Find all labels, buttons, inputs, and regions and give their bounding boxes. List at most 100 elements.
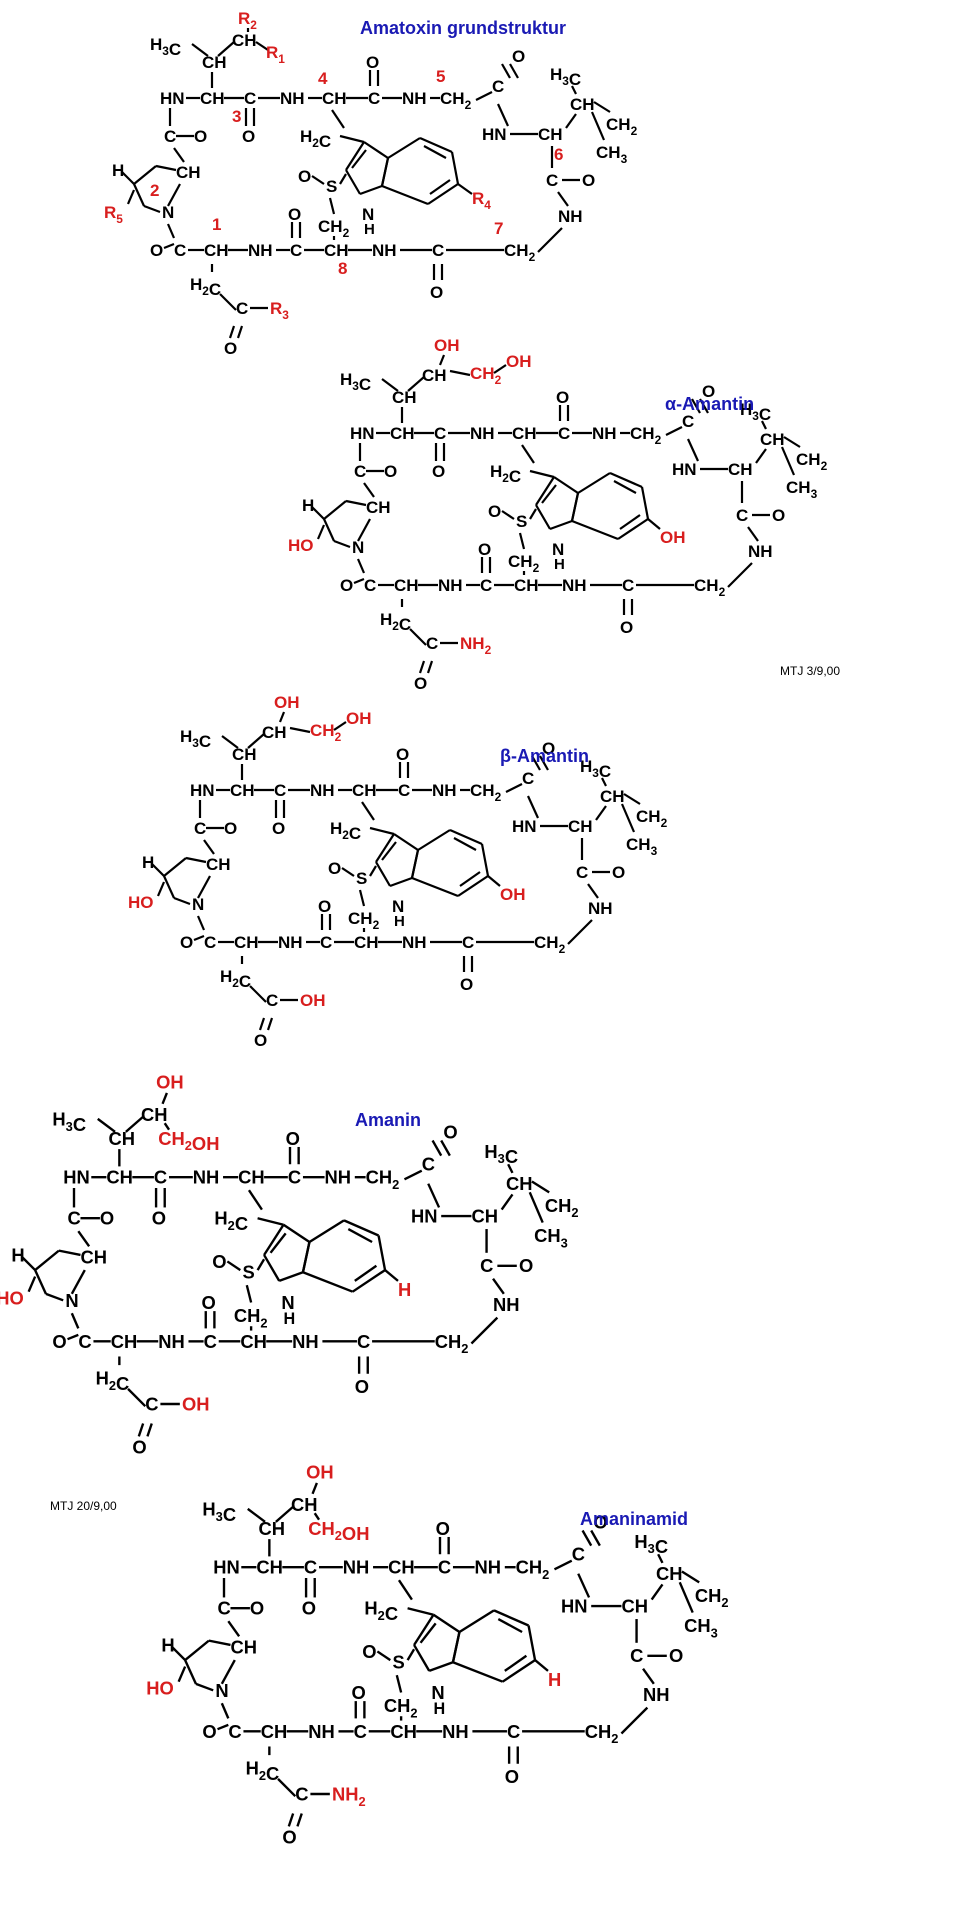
- atom-label: CH: [471, 1206, 498, 1227]
- bond: [166, 223, 176, 239]
- bond: [755, 448, 767, 464]
- bond: [266, 1017, 274, 1031]
- bond: [496, 103, 510, 127]
- bond: [587, 883, 599, 899]
- bond: [247, 733, 265, 749]
- bond: [526, 795, 540, 819]
- bond: [125, 1115, 144, 1133]
- atom-label: H2C: [190, 275, 221, 299]
- atom-label: CH: [234, 933, 259, 952]
- atom-label: O: [212, 1251, 226, 1272]
- atom-label: CH: [760, 430, 785, 449]
- bond: [557, 191, 569, 207]
- atom-label: CH3: [596, 143, 628, 166]
- bond: [619, 514, 641, 530]
- bond: [410, 849, 420, 879]
- atom-label: NH: [248, 241, 273, 260]
- atom-label: CH2: [435, 1331, 469, 1356]
- bond: [308, 1219, 345, 1244]
- atom-label: CH2: [630, 424, 662, 447]
- atom-label: NH: [470, 424, 495, 443]
- bond: [418, 660, 426, 674]
- atom-label: NH: [562, 576, 587, 595]
- bond: [163, 857, 187, 877]
- atom-label: C: [228, 1721, 241, 1742]
- bond: [507, 1163, 514, 1174]
- bond: [34, 1269, 48, 1295]
- methylene: CH2: [310, 721, 342, 744]
- bond: [351, 149, 367, 169]
- atom-label: O: [432, 462, 445, 481]
- bond: [647, 518, 661, 530]
- atom-label: H: [554, 556, 565, 573]
- substituent-aromatic: H: [398, 1279, 411, 1300]
- substituent-oh: OH: [506, 352, 532, 371]
- bond: [450, 151, 460, 185]
- atom-label: O: [100, 1208, 114, 1229]
- substituent-ho: HO: [146, 1678, 174, 1699]
- bond: [428, 1661, 454, 1672]
- bond: [691, 398, 701, 414]
- atom-label: C: [434, 424, 446, 443]
- atom-label: NH: [475, 1557, 502, 1578]
- atom-label: CH: [506, 1173, 533, 1194]
- atom-label: CH3: [684, 1615, 718, 1640]
- atom-label: CH: [538, 125, 563, 144]
- atom-label: CH: [230, 781, 255, 800]
- bond: [393, 833, 419, 851]
- methylene: CH2: [470, 364, 502, 387]
- bond: [193, 934, 205, 942]
- bond: [137, 1423, 145, 1437]
- atom-label: NH: [158, 1331, 185, 1352]
- atom-label: C: [736, 506, 748, 525]
- bond: [642, 1668, 655, 1685]
- bond: [369, 865, 377, 877]
- atom-label: O: [460, 975, 473, 994]
- atom-label: NH: [438, 576, 463, 595]
- bond: [21, 1256, 36, 1271]
- bond: [567, 919, 593, 945]
- bond: [376, 1650, 391, 1662]
- bond: [395, 1674, 403, 1693]
- bond: [375, 833, 395, 863]
- bond: [531, 1180, 550, 1194]
- atom-label: H: [161, 1634, 174, 1655]
- atom-label: C: [320, 933, 332, 952]
- atom-label: C: [290, 241, 302, 260]
- atom-label: HN: [350, 424, 375, 443]
- atom-label: CH2: [695, 1585, 729, 1610]
- atom-label: CH: [204, 241, 229, 260]
- atom-label: HN: [482, 125, 507, 144]
- atom-label: CH2: [440, 89, 472, 112]
- atom-label: CH: [206, 855, 231, 874]
- atom-label: O: [282, 1827, 296, 1848]
- atom-label: H2C: [380, 610, 411, 634]
- bond: [311, 506, 325, 520]
- bond: [132, 183, 146, 207]
- atom-label: CH: [291, 1494, 318, 1515]
- bond: [221, 735, 239, 749]
- atom-label: CH: [514, 576, 539, 595]
- bond: [505, 783, 523, 793]
- atom-label: O: [132, 1437, 146, 1458]
- atom-label: CH2: [516, 1557, 550, 1582]
- atom-label: O: [384, 462, 397, 481]
- residue-number-3: 3: [232, 107, 241, 126]
- bond: [345, 141, 365, 171]
- atom-label: H: [302, 496, 314, 515]
- bond: [426, 660, 434, 674]
- atom-label: H3C: [180, 727, 211, 751]
- bond: [613, 480, 637, 494]
- substituent-oh: OH: [274, 693, 300, 712]
- atom-label: CH: [261, 1721, 288, 1742]
- atom-label: S: [356, 869, 367, 888]
- bond: [278, 711, 286, 723]
- atom-label: O: [328, 859, 341, 878]
- bond: [184, 1639, 210, 1661]
- atom-label: H2C: [364, 1598, 398, 1624]
- bond: [457, 183, 473, 195]
- substituent-oh: OH: [156, 1072, 184, 1093]
- atom-label: CH2: [470, 781, 502, 804]
- bond: [381, 184, 429, 206]
